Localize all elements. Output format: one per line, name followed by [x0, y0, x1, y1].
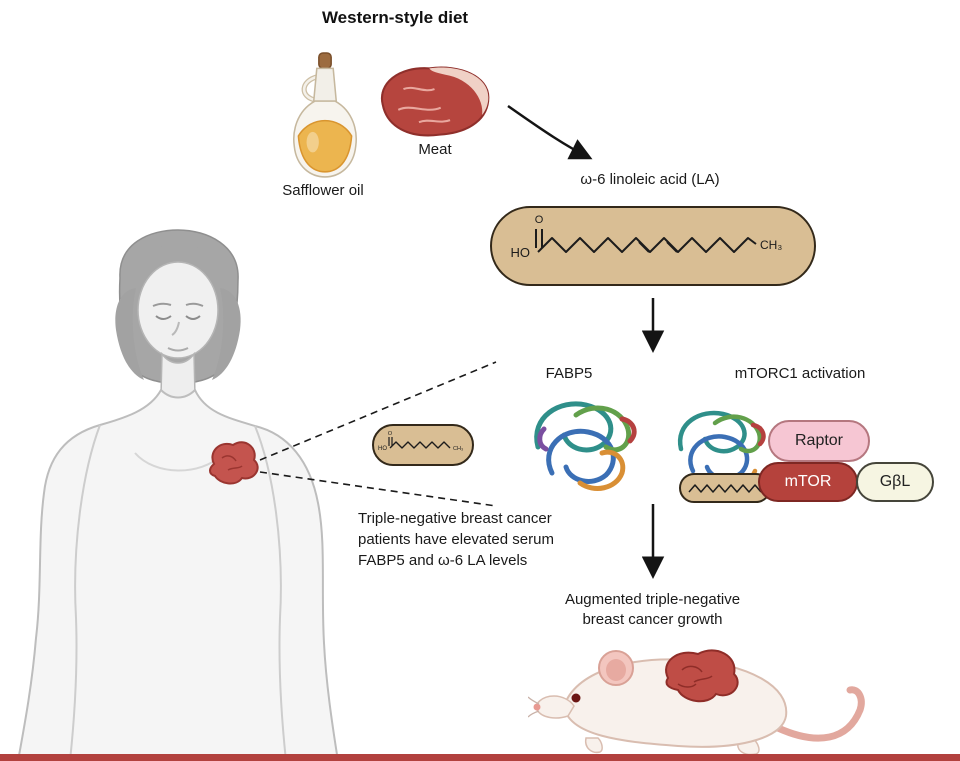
fabp5-label: FABP5: [545, 365, 593, 382]
closed-eyes: [155, 315, 201, 320]
curved-arrow-icon: [507, 104, 593, 160]
fat-cap: [429, 67, 489, 115]
woman-illustration: [0, 218, 350, 761]
carbon-chain: [537, 237, 757, 253]
mouse-illustration: [528, 628, 868, 756]
mini-linoleic-acid-capsule: HO O CH₃: [372, 424, 474, 466]
hair-left: [115, 288, 144, 380]
linoleic-acid-structure: HO O CH₃: [511, 214, 783, 260]
left-arm-contour: [69, 424, 101, 761]
patient-note: Triple-negative breast cancer patients h…: [358, 508, 628, 571]
mouse-nose: [533, 703, 541, 711]
patient-note-line: Triple-negative breast cancer: [358, 510, 552, 527]
carbonyl-o-label: O: [535, 214, 544, 226]
breast-tumor-icon: [209, 441, 259, 485]
outcome-line: Augmented triple-negative: [564, 591, 741, 608]
mtorc1-complex: Raptor mTOR GβL: [665, 392, 945, 510]
mini-ch3-label: CH₃: [453, 446, 463, 452]
mouse-tail: [774, 686, 865, 742]
nose: [171, 321, 180, 336]
mtorc1-lipid-capsule: [679, 473, 771, 503]
fabp5-protein-illustration: [518, 385, 653, 503]
raptor-subunit: Raptor: [768, 420, 870, 462]
patient-note-line: patients have elevated serum: [358, 531, 554, 548]
outcome-text: Augmented triple-negative breast cancer …: [520, 590, 785, 631]
linoleic-acid-title: ω-6 linoleic acid (LA): [580, 171, 720, 188]
mouth: [167, 347, 189, 352]
tumor-texture: [221, 455, 243, 471]
whiskers: [528, 696, 540, 718]
mtorc1-title: mTORC1 activation: [734, 365, 866, 382]
outcome-line: breast cancer growth: [582, 611, 723, 629]
hair-bangs: [135, 244, 221, 304]
ho-label: HO: [511, 245, 531, 260]
ch3-label: CH₃: [760, 238, 782, 252]
double-bond-2: [666, 241, 678, 253]
double-bond-1: [638, 241, 650, 253]
mouse-snout: [535, 695, 575, 719]
gbl-subunit: GβL: [856, 462, 934, 502]
front-leg: [584, 737, 603, 754]
hair-right: [212, 288, 241, 380]
face: [137, 261, 219, 359]
mini-o-label: O: [388, 431, 393, 437]
safflower-oil-label: Safflower oil: [282, 182, 364, 199]
patient-note-line: FABP5 and ω-6 LA levels: [358, 552, 528, 569]
right-arm-contour: [254, 425, 287, 761]
cork: [318, 52, 332, 70]
safflower-oil-illustration: [283, 52, 367, 180]
linoleic-acid-capsule: HO O CH₃: [490, 206, 816, 286]
mini-ho-label: HO: [378, 446, 387, 452]
bottle-neck: [312, 67, 338, 102]
meat-illustration: [372, 58, 497, 146]
mouse-tumor-icon: [665, 649, 739, 703]
marbling: [397, 86, 451, 124]
bottom-accent-bar: [0, 754, 960, 761]
mini-linoleic-acid-structure: HO O CH₃: [378, 431, 463, 452]
mouse-eye: [571, 693, 581, 703]
meat-label: Meat: [418, 141, 452, 158]
mtor-subunit: mTOR: [758, 462, 858, 502]
oil: [297, 119, 353, 173]
eyebrows: [152, 302, 204, 307]
page-title: Western-style diet: [321, 8, 469, 27]
torso: [16, 388, 340, 761]
